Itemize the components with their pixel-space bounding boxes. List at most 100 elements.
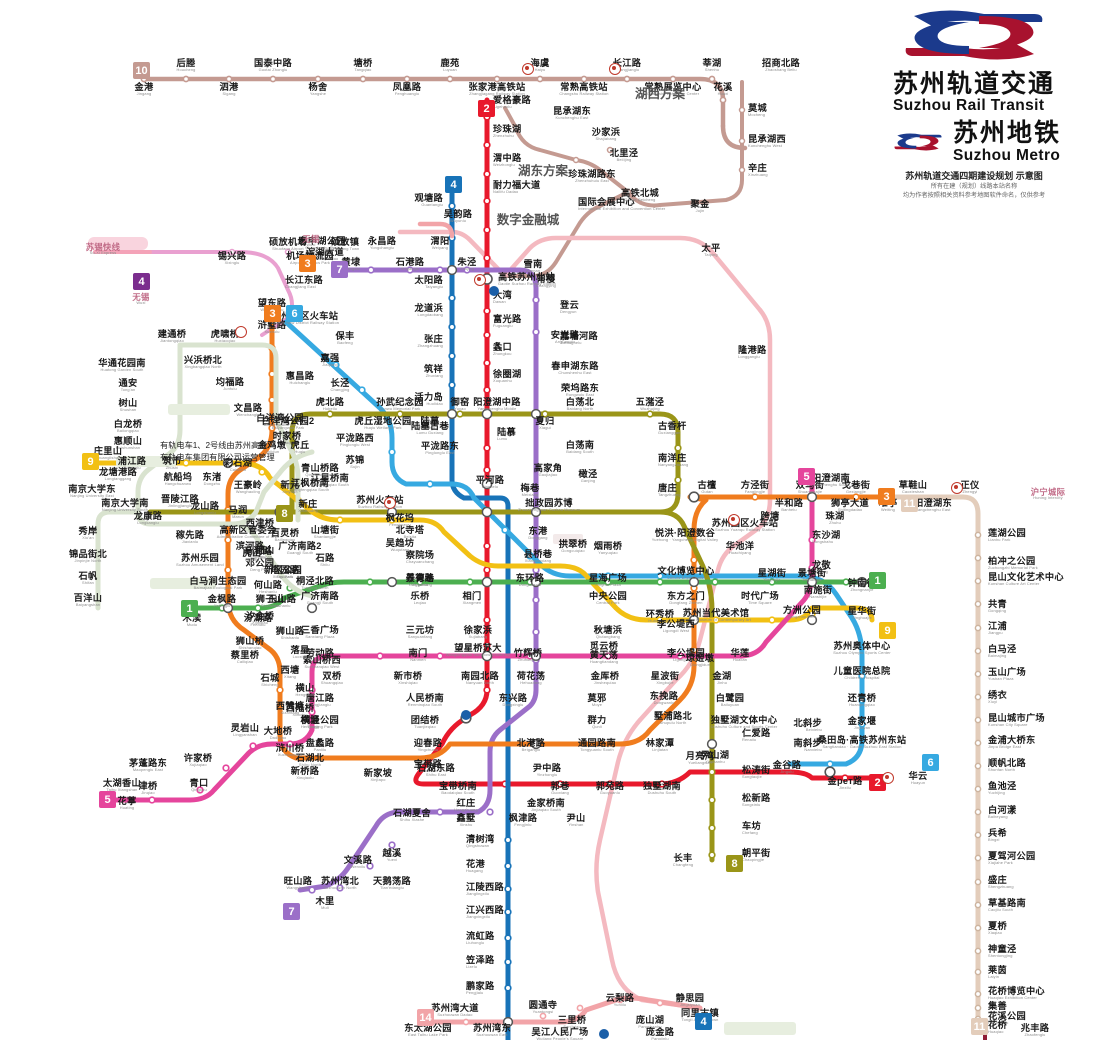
line-badge-1b[interactable]: 1: [869, 572, 886, 589]
line-badge-3[interactable]: 3: [299, 255, 316, 272]
external-line-name-en: Su-Xi Express: [89, 250, 117, 256]
line-badge-2[interactable]: 2: [478, 100, 495, 117]
station-name-cn: 昆山城市广场: [988, 713, 1045, 723]
station-name-en: Yinzhonglu: [536, 772, 558, 778]
suzhou-metro-icon: [489, 286, 499, 296]
station-name-en: Jinfenglu: [213, 603, 231, 609]
line-badge-5b[interactable]: 5: [798, 468, 815, 485]
line-badge-2b[interactable]: 2: [869, 774, 886, 791]
station-name-en: Anguanglu: [555, 339, 575, 345]
station-name-cn: 群力: [587, 715, 607, 725]
line-badge-4b[interactable]: 4: [133, 273, 150, 290]
line-badge-14[interactable]: 14: [417, 1009, 434, 1026]
external-line-name-en: Huning Intercity: [1033, 495, 1063, 501]
station-name-en: Hongzhuang: [454, 807, 478, 813]
station-name-cn: 宝带桥南: [439, 781, 477, 791]
station-name-en: Changying: [536, 283, 556, 289]
line-badge-5c[interactable]: 5: [99, 791, 116, 808]
line-badge-8b[interactable]: 8: [726, 855, 743, 872]
line-badge-6[interactable]: 6: [286, 305, 303, 322]
station-name-en: Huichanglu: [289, 380, 311, 386]
station-name-en: Nailifu Dadao: [493, 189, 519, 195]
station-name-en: Pinghelu: [481, 484, 499, 490]
station-name-en: Tangjianglu: [309, 702, 331, 708]
station-name-cn: 桐泾北路: [296, 576, 334, 586]
station-name-en: Baiheyang: [988, 814, 1008, 820]
station-name-en: Nanmen: [410, 657, 426, 663]
station-name-cn: 白鹭园: [715, 693, 745, 703]
station-name-cn: 西津桥: [245, 518, 275, 528]
line-badge-7[interactable]: 7: [331, 261, 348, 278]
station-name-cn: 高铁苏州北站: [498, 272, 555, 282]
line-badge-7b[interactable]: 7: [283, 903, 300, 920]
line-badge-6b[interactable]: 6: [922, 754, 939, 771]
station-name-en: Shijiaqiao: [277, 440, 297, 446]
station-name-cn: 莫城: [748, 103, 767, 113]
external-line-name-cn: 沪宁城际: [1030, 487, 1066, 497]
station-name-en: Nanjing University East: [70, 493, 114, 499]
station-name-en: Longjing: [812, 569, 828, 575]
station-name-cn: 灵岩山: [230, 723, 260, 733]
station-name-cn: 拱翠桥: [558, 539, 588, 549]
line-badge-10[interactable]: 10: [133, 62, 150, 79]
line-badge-11[interactable]: 11: [901, 495, 918, 512]
station-name-en: Laiyin: [988, 974, 1000, 980]
station-name-cn: 夏桥: [988, 921, 1007, 931]
station-name-cn: 人民桥南: [406, 693, 444, 703]
line-badge-9[interactable]: 9: [82, 453, 99, 470]
line-badge-4c[interactable]: 4: [695, 1013, 712, 1030]
line-badge-8[interactable]: 8: [276, 505, 293, 522]
station-name-cn: 桑田岛·高铁苏州东站: [817, 735, 907, 745]
station-name-cn: 新家坡: [363, 768, 393, 778]
station-name-en: Shihu East: [425, 772, 447, 778]
station-name-en: Hehuadang: [520, 680, 542, 686]
station-name-en: Jingang: [136, 91, 152, 97]
line-badge-4[interactable]: 4: [445, 176, 462, 193]
station-name-cn: 庞金路: [645, 1027, 675, 1037]
line-badge-3b[interactable]: 3: [264, 305, 281, 322]
line-badge-9b[interactable]: 9: [879, 622, 896, 639]
line-badge-3c[interactable]: 3: [878, 488, 895, 505]
station-name-cn: 苏锦: [345, 455, 365, 465]
station-name-en: Nanyangzhuang: [658, 462, 689, 468]
station-name-en: Zhuxiang: [425, 373, 443, 379]
station-name-en: Xinghujie: [763, 577, 781, 583]
station-name-cn: 文昌路: [233, 403, 263, 413]
station-name-cn: 耐力福大道: [493, 180, 541, 190]
station-name-en: Nanyuan North: [465, 680, 495, 686]
station-name-cn: 张庄: [424, 334, 443, 344]
station-name-en: Beiganglu: [521, 747, 541, 753]
line-badge-1[interactable]: 1: [181, 600, 198, 617]
line-badge-11b[interactable]: 11: [971, 1018, 988, 1035]
station-name-en: Guangji South: [286, 550, 314, 556]
station-name-en: Bailuyuan: [720, 702, 740, 708]
station-name-cn: 兵希: [988, 828, 1007, 838]
